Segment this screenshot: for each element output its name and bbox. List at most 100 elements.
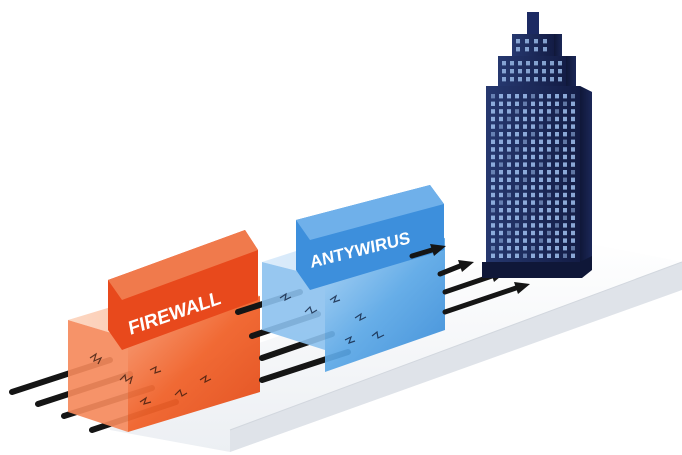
tower-window <box>539 124 543 129</box>
tower-window <box>515 238 519 243</box>
tower-window <box>555 208 559 213</box>
tower-window <box>534 69 538 74</box>
tower-window <box>547 162 551 167</box>
tower-window <box>563 124 567 129</box>
tower-window <box>550 77 554 82</box>
tower-window <box>555 223 559 228</box>
tower-window <box>491 116 495 122</box>
tower-window <box>558 69 562 74</box>
tower-window <box>547 124 551 129</box>
tower-window <box>523 200 527 205</box>
tower-window <box>526 77 530 82</box>
tower-window <box>547 132 551 137</box>
tower-window <box>563 208 567 213</box>
tower-window <box>499 124 503 129</box>
tower-window <box>502 77 506 82</box>
tower-window <box>491 154 495 160</box>
tower-window <box>539 109 543 114</box>
tower-window <box>491 215 495 220</box>
tower-window <box>491 162 495 167</box>
tower-window <box>539 208 543 213</box>
tower-window <box>531 147 535 152</box>
tower-window <box>518 69 522 74</box>
tower-window <box>499 223 503 228</box>
tower-window <box>539 116 543 122</box>
tower-window <box>516 39 520 44</box>
tower-window <box>563 109 567 114</box>
tower-window <box>563 101 567 106</box>
tower-window <box>563 139 567 144</box>
tower-window <box>571 238 575 243</box>
tower-window <box>531 101 535 106</box>
tower-window <box>523 147 527 152</box>
tower-window <box>515 253 519 258</box>
tower-window <box>515 109 519 114</box>
tower-window <box>543 47 547 52</box>
tower-window <box>515 200 519 205</box>
tower-window <box>571 246 575 251</box>
tower-window <box>523 177 527 182</box>
tower-window <box>555 253 559 258</box>
tower-window <box>563 132 567 137</box>
tower-window <box>547 253 551 258</box>
tower-window <box>571 192 575 198</box>
tower-window <box>558 61 562 66</box>
tower-window <box>571 253 575 258</box>
tower-window <box>539 223 543 228</box>
tower-window <box>507 253 511 258</box>
tower-window <box>523 230 527 236</box>
tower-window <box>507 215 511 220</box>
tower-window <box>523 154 527 160</box>
tower-window <box>499 139 503 144</box>
tower-window <box>526 69 530 74</box>
tower-window <box>515 223 519 228</box>
tower-window <box>507 147 511 152</box>
tower-window <box>491 238 495 243</box>
tower-window <box>539 246 543 251</box>
tower-window <box>571 154 575 160</box>
tower-window <box>531 223 535 228</box>
tower-window <box>526 61 530 66</box>
tower-window <box>547 215 551 220</box>
tower-window <box>571 177 575 182</box>
tower-window <box>523 215 527 220</box>
tower-window <box>507 208 511 213</box>
tower-window <box>555 109 559 114</box>
tower-window <box>563 147 567 152</box>
tower-window <box>515 192 519 198</box>
tower-window <box>531 246 535 251</box>
tower-window <box>547 246 551 251</box>
tower-window <box>539 230 543 236</box>
tower-window <box>523 192 527 198</box>
tower-window <box>525 39 529 44</box>
tower-window <box>534 77 538 82</box>
tower-window <box>523 246 527 251</box>
tower-window <box>531 170 535 175</box>
tower-window <box>563 154 567 160</box>
tower-window <box>515 170 519 175</box>
tower-window <box>499 185 503 190</box>
tower-window <box>539 147 543 152</box>
tower-window <box>539 132 543 137</box>
tower-window <box>563 192 567 198</box>
tower-window <box>507 238 511 243</box>
tower-window <box>539 139 543 144</box>
tower-window <box>499 109 503 114</box>
tower-window <box>523 116 527 122</box>
tower-window <box>523 253 527 258</box>
tower-window <box>563 215 567 220</box>
tower-window <box>523 208 527 213</box>
tower-window <box>491 94 495 99</box>
tower-window <box>563 200 567 205</box>
tower-window <box>491 223 495 228</box>
tower-window <box>539 94 543 99</box>
tower-window <box>563 185 567 190</box>
tower-window <box>534 39 538 44</box>
tower-window <box>531 124 535 129</box>
tower-window <box>539 200 543 205</box>
tower-window <box>531 185 535 190</box>
tower-window <box>507 192 511 198</box>
tower-window <box>499 116 503 122</box>
tower-window <box>571 94 575 99</box>
tower-window <box>547 101 551 106</box>
